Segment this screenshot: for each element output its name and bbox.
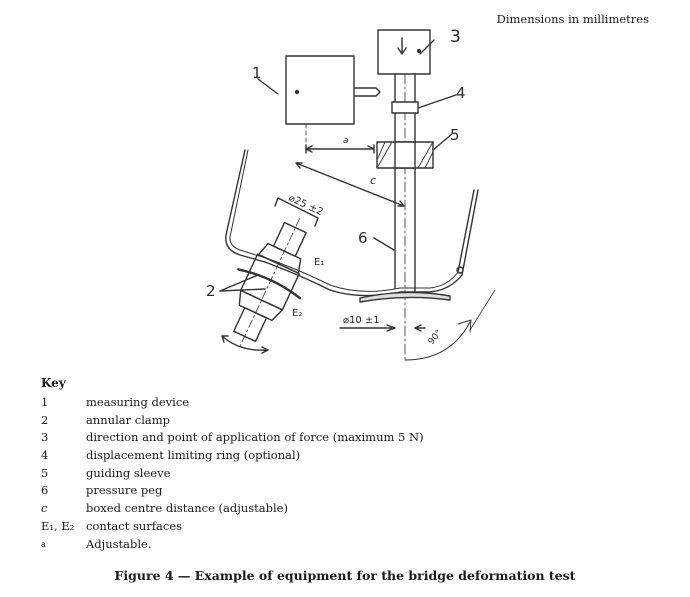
key-item: E₁, E₂ contact surfaces — [41, 518, 424, 536]
key-item: 3 direction and point of application of f… — [41, 429, 424, 447]
label-5: 5 — [450, 126, 460, 144]
device-probe — [353, 87, 381, 97]
label-dia10: ⌀10 ±1 — [343, 315, 380, 326]
label-e1: E₁ — [314, 257, 324, 268]
key-description: boxed centre distance (adjustable) — [86, 501, 288, 516]
dimension-a — [305, 144, 375, 154]
housing-bottom — [264, 261, 463, 297]
force-arrow — [397, 37, 407, 55]
key-description: guiding sleeve — [86, 465, 171, 480]
key-description: Adjustable. — [86, 536, 152, 551]
label-2: 2 — [206, 282, 216, 300]
key-item: 5 guiding sleeve — [41, 465, 424, 483]
key-item: 1 measuring device — [41, 394, 424, 412]
key-symbol: 5 — [41, 465, 49, 480]
rotation-arrow — [221, 335, 269, 354]
dimensions-note: Dimensions in millimetres — [496, 12, 649, 26]
key-description: annular clamp — [86, 412, 171, 427]
label-1: 1 — [252, 64, 262, 82]
key-symbol: a — [41, 539, 46, 549]
angle-arc — [404, 319, 472, 361]
housing-left — [225, 149, 266, 263]
dimension-dia25 — [274, 197, 319, 227]
key-symbol: 3 — [41, 430, 49, 445]
peg-foot — [359, 291, 451, 303]
label-angle: 90° — [427, 328, 445, 347]
dimension-dia10 — [339, 324, 426, 332]
key-list: 1 measuring device 2 annular clamp 3 direct… — [41, 394, 424, 553]
key-description: displacement limiting ring (optional) — [86, 448, 301, 463]
key-title: Key — [41, 376, 66, 390]
measuring-device-1 — [285, 55, 355, 125]
label-c: c — [370, 174, 376, 187]
key-symbol: 1 — [41, 395, 49, 409]
key-description: measuring device — [86, 395, 190, 409]
limiting-ring-4 — [391, 101, 419, 114]
housing-right — [457, 189, 479, 276]
bridge-deformation-figure: 1 3 4 5 6 2 a c E₁ E₂ ⌀25 ±2 ⌀10 ±1 90° — [206, 27, 496, 361]
figure-caption: Figure 4 — Example of equipment for the … — [114, 568, 576, 583]
key-item: 2 annular clamp — [41, 412, 424, 430]
key-symbol: c — [41, 501, 48, 516]
key-description: contact surfaces — [86, 518, 183, 533]
key-description: pressure peg — [86, 483, 163, 498]
annular-clamp-2 — [233, 218, 307, 346]
key-description: direction and point of application of fo… — [86, 430, 424, 445]
label-a: a — [343, 136, 349, 146]
dimension-c — [295, 162, 405, 207]
key-symbol: 4 — [41, 448, 49, 463]
label-6: 6 — [358, 229, 368, 247]
key-item: 6 pressure peg — [41, 482, 424, 500]
label-e2: E₂ — [292, 308, 302, 319]
key-item: c boxed centre distance (adjustable) — [41, 500, 424, 518]
key-item: 4 displacement limiting ring (optional) — [41, 447, 424, 465]
key-symbol: 2 — [41, 412, 49, 427]
label-4: 4 — [456, 84, 466, 102]
key-symbol: E₁, E₂ — [41, 518, 75, 533]
label-3: 3 — [450, 27, 461, 47]
key-symbol: 6 — [41, 483, 49, 498]
key-item: a Adjustable. — [41, 536, 424, 554]
force-box-3 — [377, 29, 431, 75]
